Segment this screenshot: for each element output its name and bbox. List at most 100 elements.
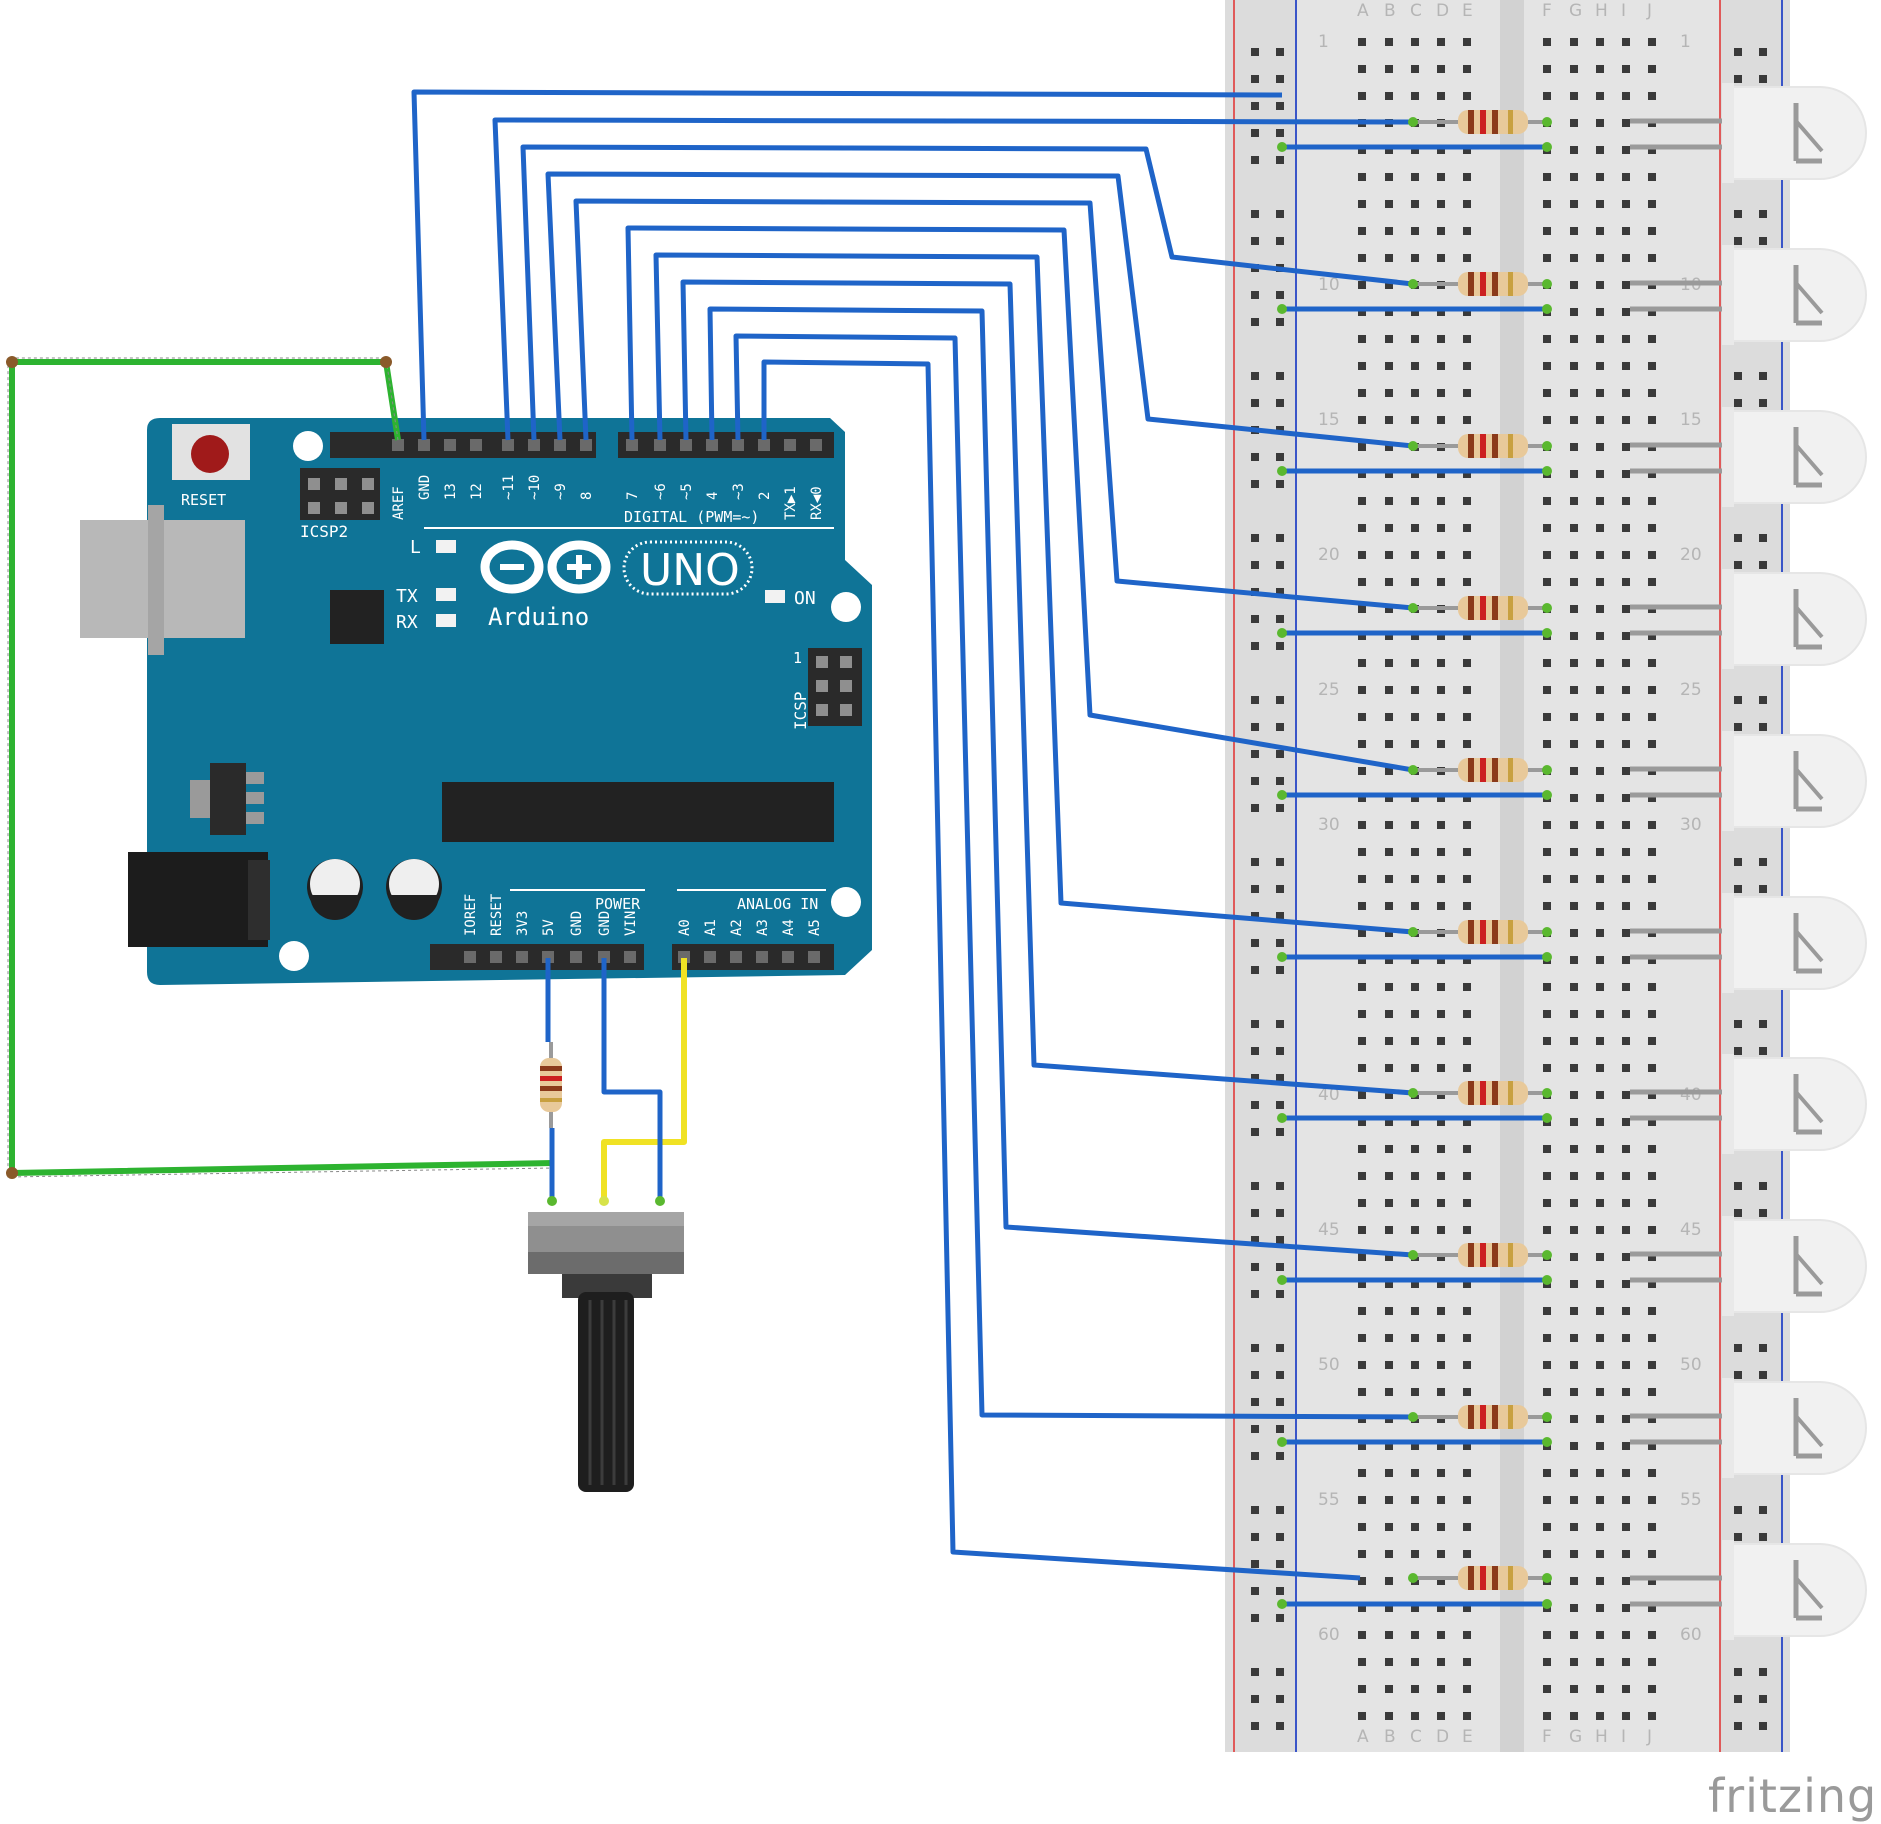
row-number: 55 <box>1680 1490 1702 1510</box>
header-pin[interactable] <box>810 439 822 451</box>
breadboard-hole <box>1358 1199 1366 1207</box>
row-number: 30 <box>1318 815 1340 835</box>
breadboard-hole <box>1570 821 1578 829</box>
breadboard-hole <box>1596 1577 1604 1585</box>
wire-yellow-a0[interactable] <box>601 958 687 1201</box>
breadboard-hole <box>1385 713 1393 721</box>
header-pin[interactable] <box>706 439 718 451</box>
rail-hole <box>1759 75 1767 83</box>
wire-pin-8[interactable] <box>573 198 1414 611</box>
voltage-regulator <box>210 763 246 835</box>
header-pin[interactable] <box>392 439 404 451</box>
breadboard-hole <box>1543 200 1551 208</box>
breadboard-hole <box>1622 605 1630 613</box>
header-pin[interactable] <box>542 951 554 963</box>
rail-hole <box>1734 1722 1742 1730</box>
header-pin[interactable] <box>626 439 638 451</box>
rail-hole <box>1251 1263 1259 1271</box>
rail-hole <box>1276 966 1284 974</box>
rail-hole <box>1276 1695 1284 1703</box>
header-pin[interactable] <box>782 951 794 963</box>
header-pin[interactable] <box>470 439 482 451</box>
column-letter: C <box>1410 1 1422 21</box>
wire-pin-4[interactable] <box>707 306 1414 1258</box>
breadboard-hole <box>1437 1199 1445 1207</box>
wire-pin-7[interactable] <box>625 225 1414 773</box>
breadboard-hole <box>1622 686 1630 694</box>
breadboard-hole <box>1385 1307 1393 1315</box>
pin-label: IOREF <box>463 894 479 936</box>
wire-gnd-pot[interactable] <box>601 958 663 1201</box>
wire-pin-3[interactable] <box>733 333 1414 1420</box>
header-pin[interactable] <box>516 951 528 963</box>
breadboard-hole <box>1463 1469 1471 1477</box>
breadboard-hole <box>1596 1442 1604 1450</box>
wire-gnd-rail[interactable] <box>411 89 1283 441</box>
breadboard-hole <box>1570 929 1578 937</box>
rail-hole <box>1251 1425 1259 1433</box>
header-pin[interactable] <box>490 951 502 963</box>
breadboard-hole <box>1463 1334 1471 1342</box>
column-letter: I <box>1621 1727 1626 1747</box>
power-label: POWER <box>595 895 641 913</box>
digital-header-pins <box>392 439 822 451</box>
breadboard-hole <box>1596 794 1604 802</box>
breadboard-hole <box>1570 362 1578 370</box>
header-pin[interactable] <box>732 439 744 451</box>
breadboard-hole <box>1358 1442 1366 1450</box>
header-pin[interactable] <box>680 439 692 451</box>
breadboard-hole <box>1596 1091 1604 1099</box>
breadboard-hole <box>1385 1577 1393 1585</box>
breadboard-hole <box>1648 1415 1656 1423</box>
header-pin[interactable] <box>730 951 742 963</box>
breadboard-hole <box>1411 65 1419 73</box>
header-pin[interactable] <box>704 951 716 963</box>
breadboard-hole <box>1622 551 1630 559</box>
rail-hole <box>1251 1236 1259 1244</box>
header-pin[interactable] <box>528 439 540 451</box>
breadboard-hole <box>1437 1334 1445 1342</box>
breadboard-hole <box>1648 983 1656 991</box>
breadboard-hole <box>1358 389 1366 397</box>
power-analog-header-pins <box>464 951 820 963</box>
resistor <box>1408 758 1552 782</box>
breadboard-hole <box>1648 1631 1656 1639</box>
breadboard-hole <box>1543 389 1551 397</box>
header-pin[interactable] <box>502 439 514 451</box>
wire-pin-11[interactable] <box>492 117 1414 441</box>
breadboard-hole <box>1543 524 1551 532</box>
breadboard-hole <box>1411 416 1419 424</box>
breadboard-hole <box>1358 1550 1366 1558</box>
potentiometer[interactable] <box>528 1196 684 1492</box>
rail-hole <box>1251 399 1259 407</box>
wire-pin-5[interactable] <box>680 279 1414 1096</box>
wire-pin-10[interactable] <box>520 144 1414 441</box>
header-pin[interactable] <box>784 439 796 451</box>
breadboard-hole <box>1648 1469 1656 1477</box>
header-pin[interactable] <box>418 439 430 451</box>
breadboard-hole <box>1596 956 1604 964</box>
breadboard-hole <box>1437 497 1445 505</box>
header-pin[interactable] <box>554 439 566 451</box>
header-pin[interactable] <box>570 951 582 963</box>
header-pin[interactable] <box>444 439 456 451</box>
rail-hole <box>1276 1506 1284 1514</box>
breadboard-hole <box>1570 1064 1578 1072</box>
breadboard-hole <box>1622 1145 1630 1153</box>
header-pin[interactable] <box>624 951 636 963</box>
breadboard-hole <box>1570 38 1578 46</box>
wire-pin-9[interactable] <box>545 171 1414 449</box>
breadboard-hole <box>1358 1145 1366 1153</box>
wire-pin-2[interactable] <box>761 359 1361 1581</box>
breadboard-hole <box>1463 794 1471 802</box>
header-pin[interactable] <box>580 439 592 451</box>
header-pin[interactable] <box>598 951 610 963</box>
header-pin[interactable] <box>758 439 770 451</box>
header-pin[interactable] <box>654 439 666 451</box>
rail-hole <box>1276 237 1284 245</box>
header-pin[interactable] <box>756 951 768 963</box>
wire-pin-6[interactable] <box>653 252 1414 935</box>
header-pin[interactable] <box>808 951 820 963</box>
header-pin[interactable] <box>464 951 476 963</box>
rail-hole <box>1734 1047 1742 1055</box>
